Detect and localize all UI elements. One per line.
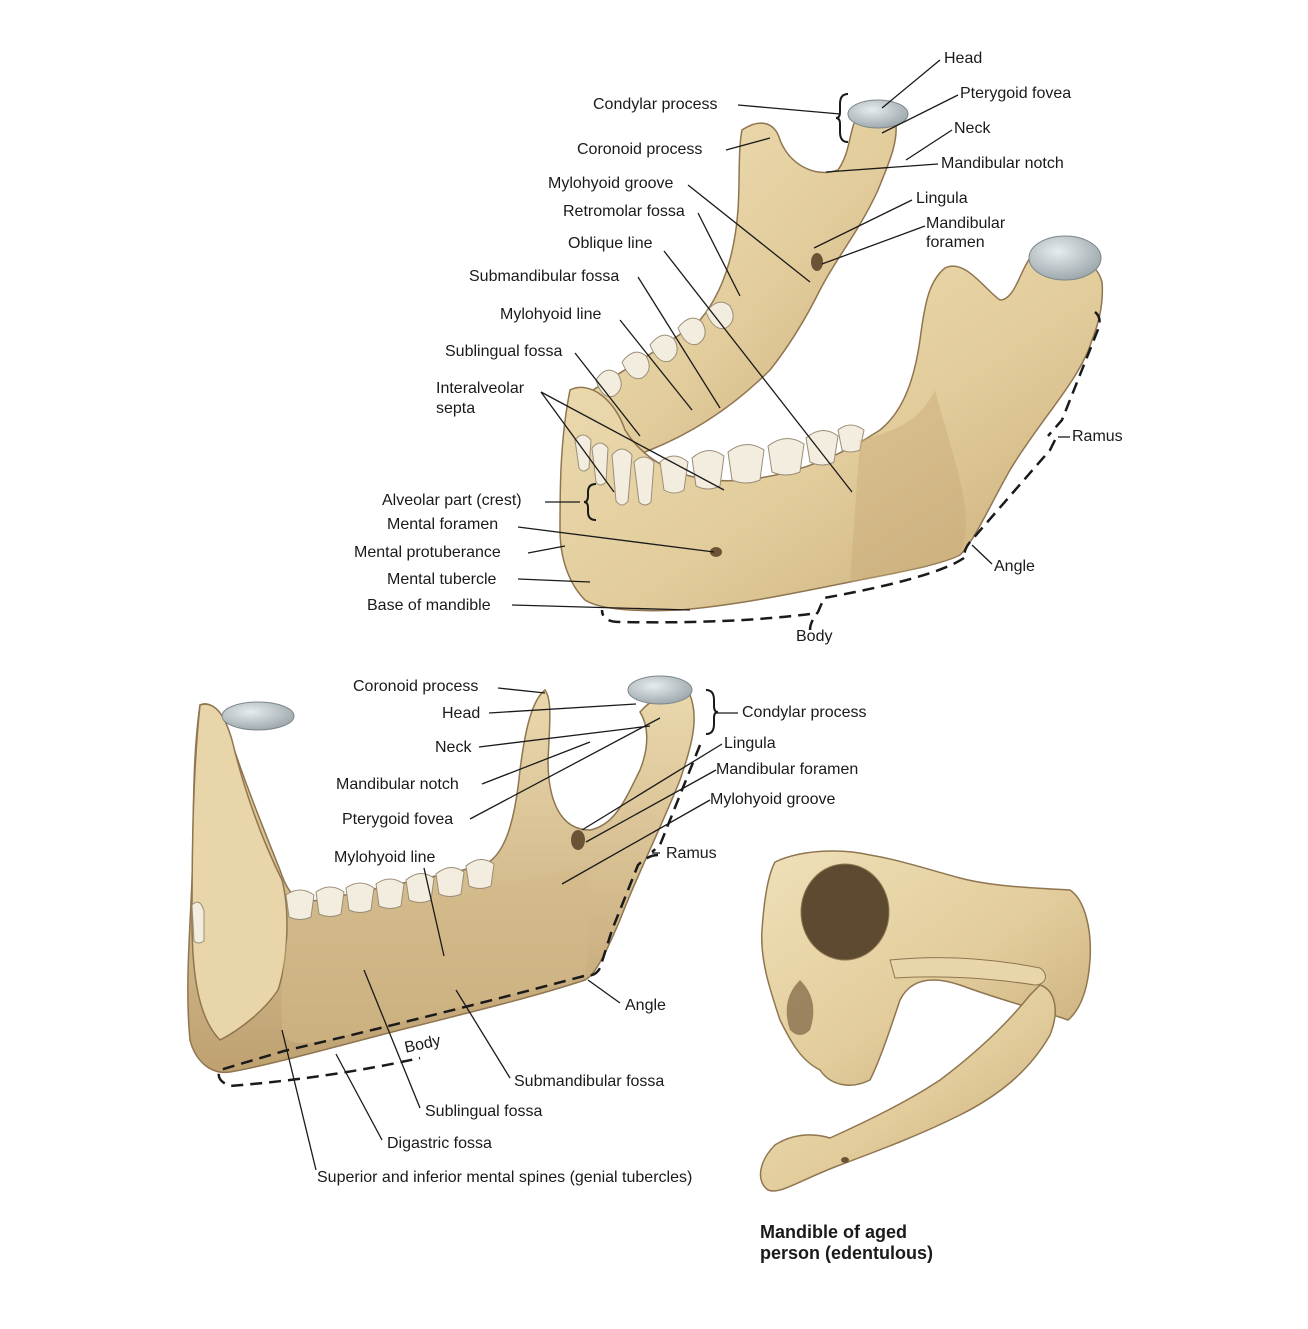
lower-right-condyle-cartilage [627, 675, 693, 705]
upper-label-interalveolar-septa-2: septa [436, 400, 476, 417]
upper-label-alveolar-part: Alveolar part (crest) [382, 492, 522, 509]
upper-label-head: Head [944, 50, 983, 67]
upper-label-coronoid-process: Coronoid process [577, 141, 703, 158]
lower-label-pterygoid-fovea: Pterygoid fovea [342, 811, 454, 828]
aged-zygomatic-arch [889, 957, 1046, 986]
upper-body-shading [850, 390, 966, 582]
upper-mental-foramen-hole [710, 547, 722, 557]
lower-label-mandibular-foramen: Mandibular foramen [716, 761, 859, 778]
lower-label-ramus: Ramus [666, 845, 717, 862]
lower-label-submandibular-fossa: Submandibular fossa [514, 1073, 665, 1090]
aged-mental-foramen-hole [841, 1157, 849, 1163]
upper-far-teeth [595, 301, 734, 398]
upper-label-mental-tubercle: Mental tubercle [387, 571, 497, 588]
lower-label-head: Head [442, 705, 481, 722]
lower-condylar-bracket [705, 689, 719, 735]
aged-skull [759, 850, 1092, 1192]
lower-mandible [187, 675, 695, 1074]
upper-label-lingula: Lingula [916, 190, 968, 207]
upper-label-mylohyoid-groove: Mylohyoid groove [548, 175, 674, 192]
upper-body-dash [808, 556, 965, 631]
aged-orbit [800, 863, 890, 961]
upper-near-condyle-cartilage [1028, 235, 1102, 281]
upper-label-submandibular-fossa: Submandibular fossa [469, 268, 620, 285]
aged-caption-line1: Mandible of aged [760, 1222, 908, 1242]
lower-label-coronoid-process: Coronoid process [353, 678, 479, 695]
upper-far-condyle-cartilage [847, 99, 909, 129]
upper-label-mandibular-foramen-2: foramen [926, 234, 985, 251]
upper-label-pterygoid-fovea: Pterygoid fovea [960, 85, 1072, 102]
lower-label-lingula: Lingula [724, 735, 776, 752]
upper-label-neck: Neck [954, 120, 991, 137]
lower-inner-surface [281, 870, 589, 1043]
lower-mandibular-foramen-hole [571, 830, 585, 850]
upper-mandibular-foramen-hole [811, 253, 823, 271]
lower-label-mandibular-notch: Mandibular notch [336, 776, 459, 793]
upper-label-base-of-mandible: Base of mandible [367, 597, 491, 614]
upper-label-mental-protuberance: Mental protuberance [354, 544, 501, 561]
upper-leader-lines [511, 59, 1070, 611]
lower-label-digastric-fossa: Digastric fossa [387, 1135, 492, 1152]
upper-near-teeth [574, 424, 865, 506]
lower-label-mylohyoid-groove: Mylohyoid groove [710, 791, 836, 808]
upper-label-ramus: Ramus [1072, 428, 1123, 445]
upper-label-mandibular-notch: Mandibular notch [941, 155, 1064, 172]
lower-left-condyle-cartilage [221, 701, 295, 731]
upper-brackets [583, 93, 849, 521]
lower-label-condylar-process: Condylar process [742, 704, 867, 721]
lower-ramus-left [191, 703, 288, 1041]
lower-label-mylohyoid-line: Mylohyoid line [334, 849, 436, 866]
lower-body-dash [217, 974, 585, 1088]
lower-teeth [191, 859, 495, 944]
lower-leader-lines [281, 687, 738, 1171]
upper-label-interalveolar-septa-1: Interalveolar [436, 380, 525, 397]
upper-label-angle: Angle [994, 558, 1035, 575]
lower-label-angle: Angle [625, 997, 666, 1014]
upper-ramus-dash [1047, 311, 1101, 437]
upper-label-mylohyoid-line: Mylohyoid line [500, 306, 602, 323]
lower-label-mental-spines: Superior and inferior mental spines (gen… [317, 1169, 693, 1186]
lower-ramus-dash [651, 744, 702, 853]
aged-mandible [759, 984, 1056, 1192]
lower-label-sublingual-fossa: Sublingual fossa [425, 1103, 543, 1120]
upper-condylar-bracket [835, 93, 849, 143]
upper-label-sublingual-fossa: Sublingual fossa [445, 343, 563, 360]
upper-label-condylar-process: Condylar process [593, 96, 718, 113]
aged-nasal-area [786, 980, 814, 1035]
upper-dashed-outline [600, 311, 1101, 631]
upper-label-body: Body [796, 628, 833, 645]
lower-dashed-outline [217, 744, 702, 1088]
lower-brackets [705, 689, 719, 735]
upper-alveolar-bracket [583, 483, 597, 521]
aged-caption-line2: person (edentulous) [760, 1243, 934, 1263]
upper-label-mental-foramen: Mental foramen [387, 516, 499, 533]
upper-label-mandibular-foramen-1: Mandibular [926, 215, 1006, 232]
lower-label-neck: Neck [435, 739, 472, 756]
upper-label-retromolar-fossa: Retromolar fossa [563, 203, 685, 220]
upper-label-oblique-line: Oblique line [568, 235, 653, 252]
